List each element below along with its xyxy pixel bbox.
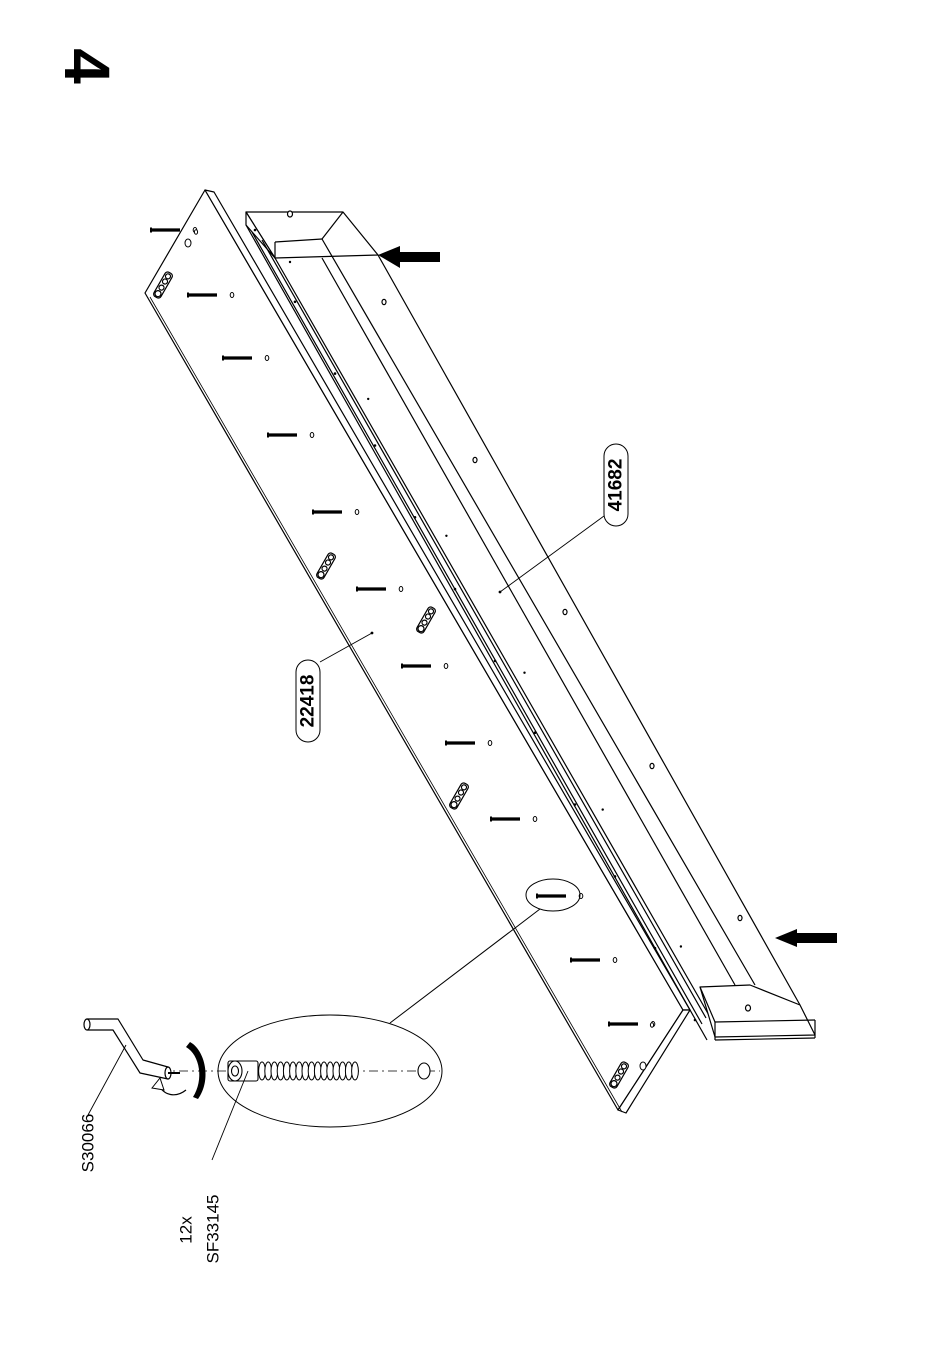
rail-hole [523,672,525,674]
rail-hole [534,731,537,734]
label-screw-quantity: 12x [177,1216,196,1244]
rail-hole [367,398,369,400]
push-arrow-icon [775,929,837,947]
screw-thread-turn [352,1062,359,1080]
step-number: 4 [51,48,123,84]
crank-wrench-icon [84,1019,180,1079]
rail-hole [454,588,457,591]
rail-hole [614,875,617,878]
label-crank-tool: S30066 [79,1114,98,1173]
part-number-frame-rail: 41682 [606,459,627,512]
rail-hole [254,229,257,232]
push-arrow-icon [378,246,440,268]
rail-hole [294,301,297,304]
callout-frame-rail: 41682 [499,444,628,593]
rail-hole [694,1019,697,1022]
rail-hole [574,803,577,806]
rail-hole [334,372,337,375]
rail-hole [289,261,291,263]
rail-hole [374,444,377,447]
label-screw: SF33145 [204,1195,223,1264]
side-panel-22418 [145,190,690,1113]
rail-hole [654,947,657,950]
leader-crank [88,1045,126,1115]
rail-hole [445,535,447,537]
rail-hole [680,945,682,947]
rail-hole [414,516,417,519]
rail-hole [602,808,604,810]
part-number-side-panel: 22418 [298,675,319,728]
rail-hole [494,660,497,663]
